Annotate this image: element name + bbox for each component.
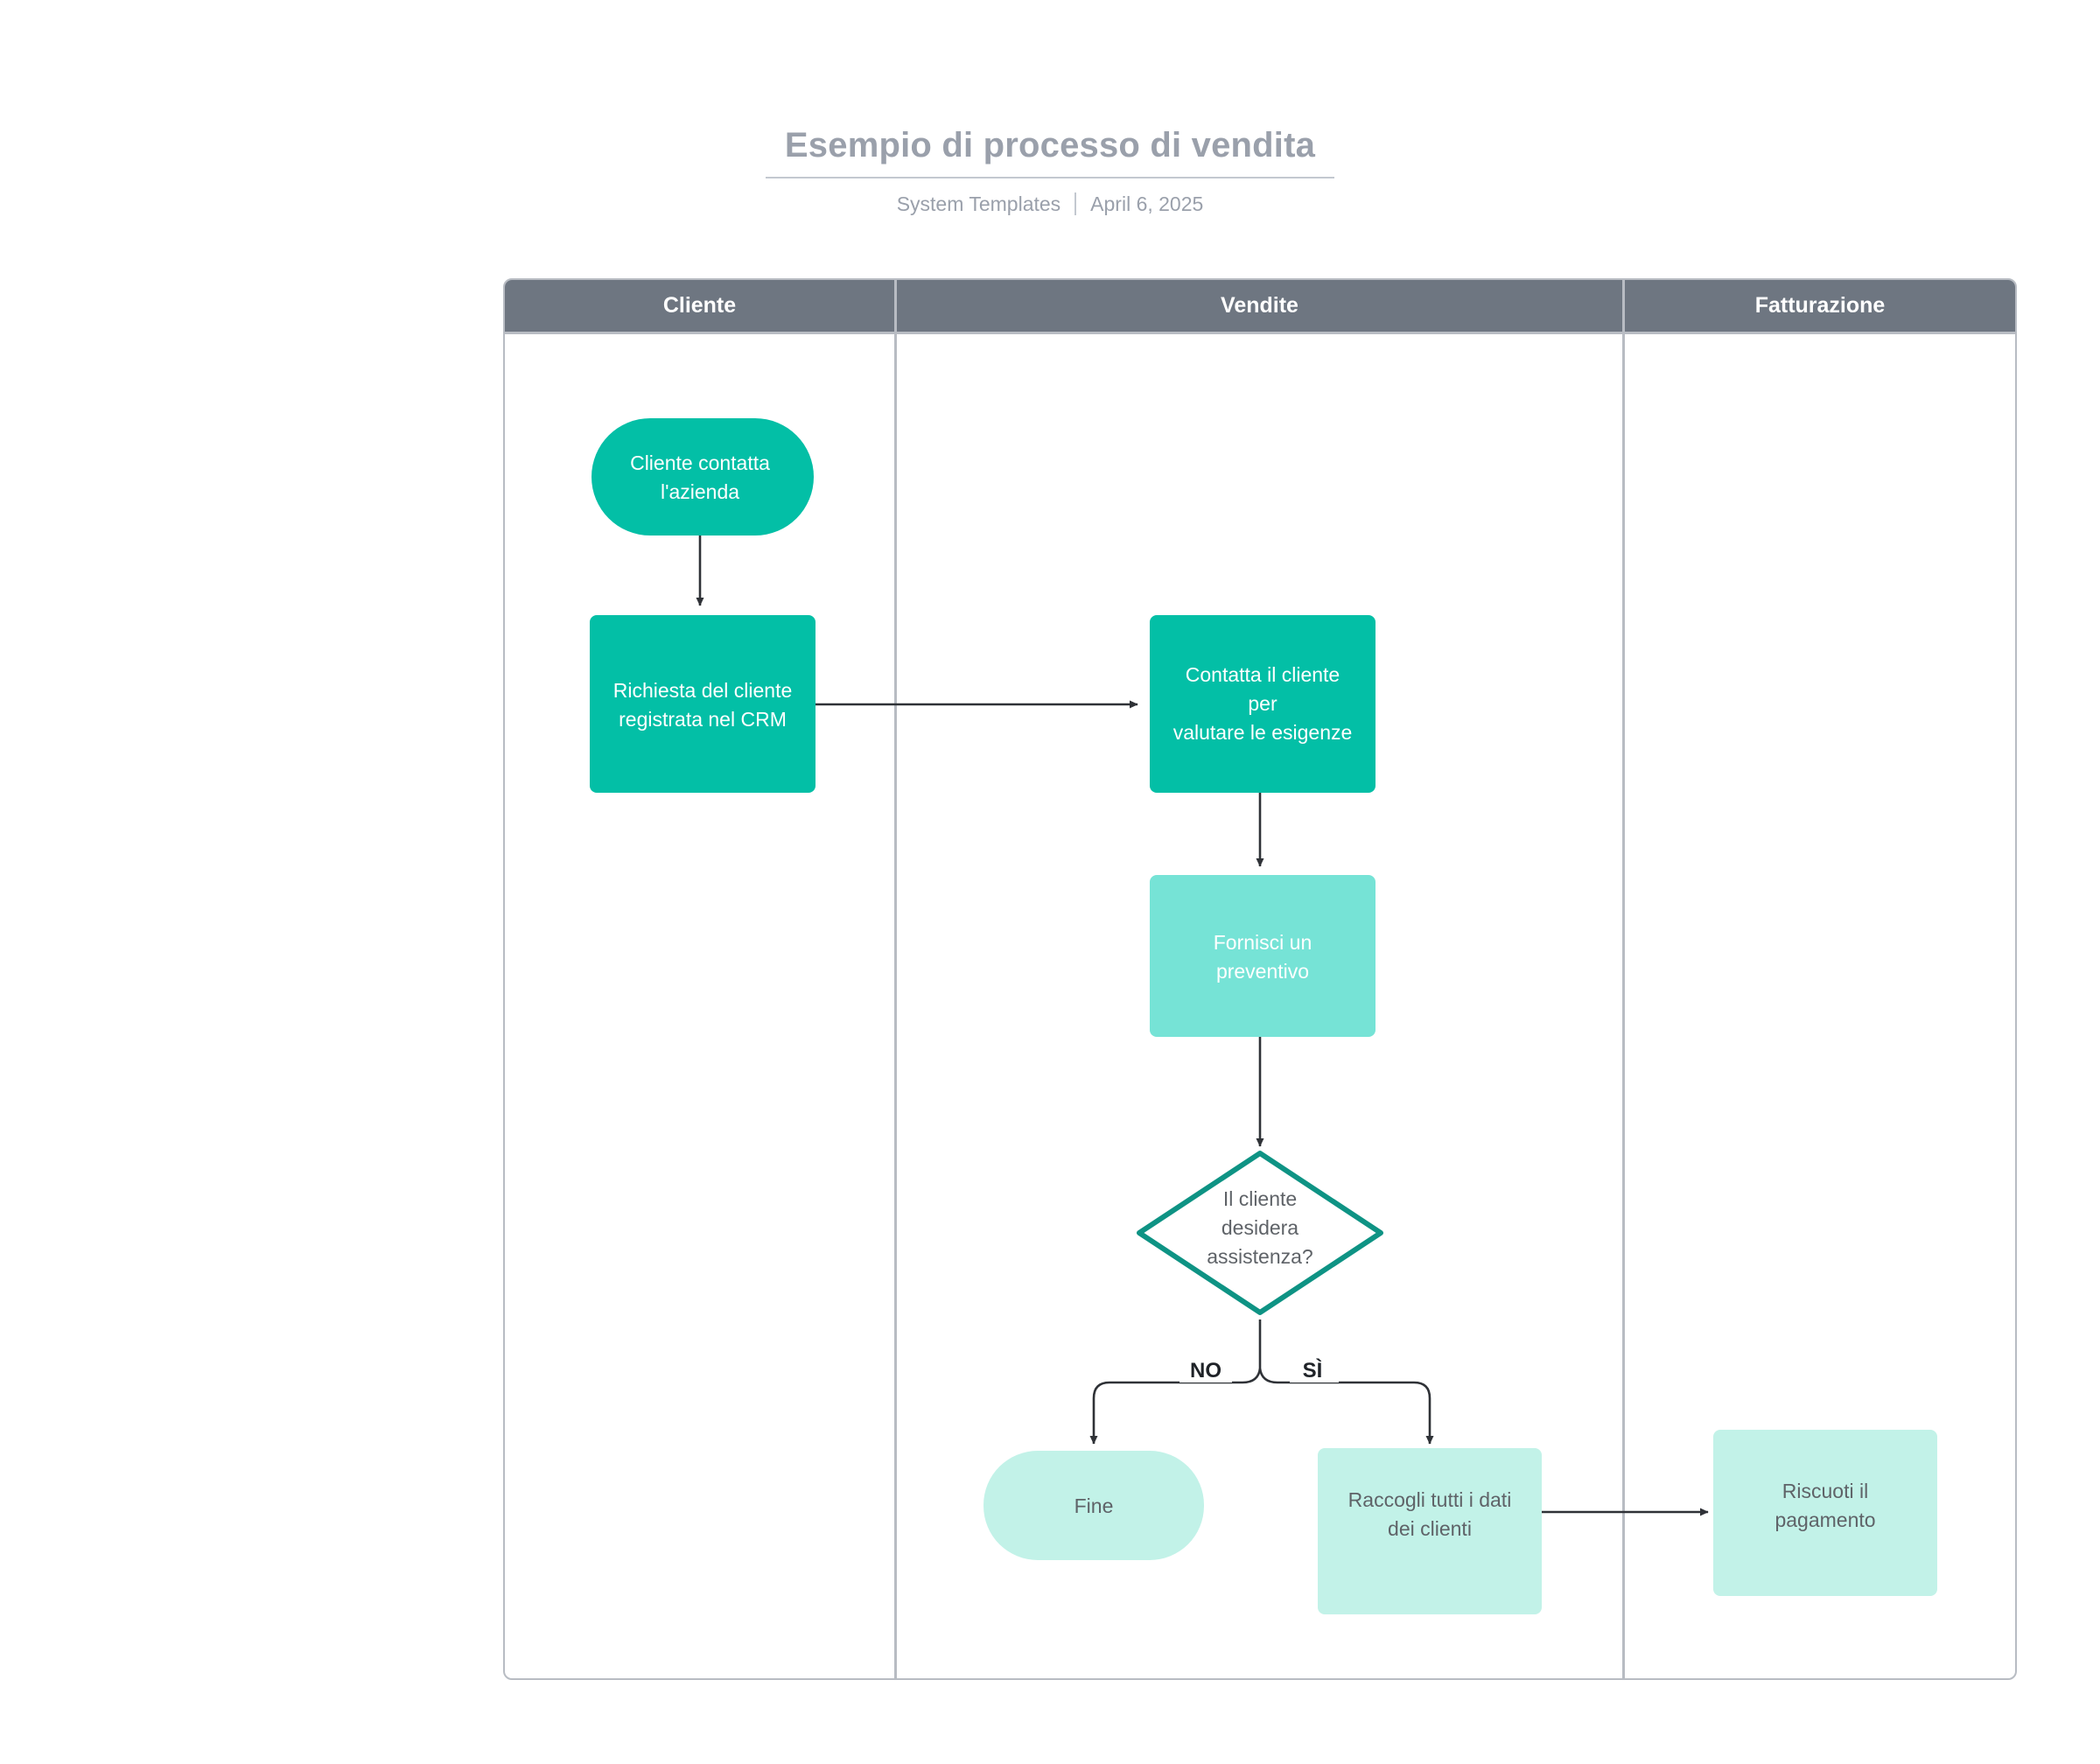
subtitle-separator: [1074, 192, 1077, 215]
page-title: Esempio di processo di vendita: [765, 122, 1335, 178]
swimlane-header-row: Cliente Vendite Fatturazione: [505, 280, 2015, 334]
title-block: Esempio di processo di vendita System Te…: [0, 122, 2100, 217]
swimlane-frame: Cliente Vendite Fatturazione: [503, 278, 2017, 1680]
lane-body-cliente: [505, 334, 897, 1678]
subtitle-row: System Templates April 6, 2025: [0, 191, 2100, 217]
lane-header-vendite[interactable]: Vendite: [897, 280, 1625, 334]
lane-header-cliente[interactable]: Cliente: [505, 280, 897, 334]
lane-body-fatturazione: [1625, 334, 2015, 1678]
document-author: System Templates: [896, 192, 1061, 215]
lane-body-vendite: [897, 334, 1625, 1678]
lane-header-fatturazione[interactable]: Fatturazione: [1625, 280, 2015, 334]
swimlane-body-row: [505, 334, 2015, 1678]
document-date: April 6, 2025: [1090, 192, 1204, 215]
